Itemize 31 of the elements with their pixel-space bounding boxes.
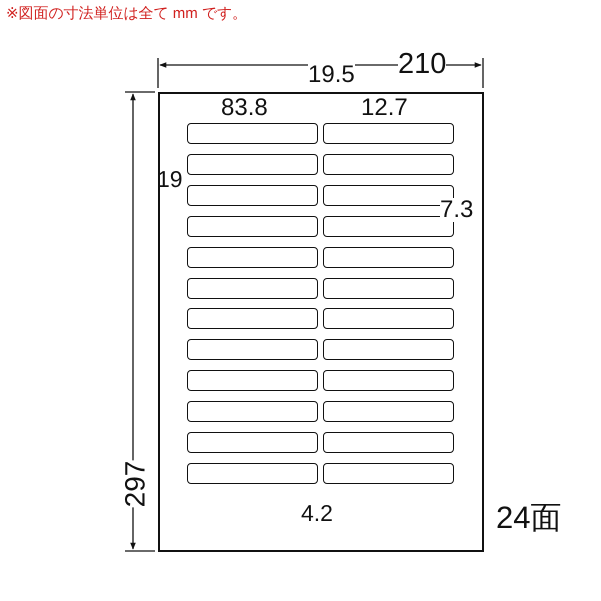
- label-outline: [323, 246, 454, 268]
- label-outline: [323, 216, 454, 237]
- note-text: ※図面の寸法単位は全て mm です。: [6, 6, 247, 21]
- label-outline: [323, 339, 454, 360]
- label-outline: [187, 308, 318, 330]
- label-outline: [323, 462, 454, 484]
- label-outline: [323, 154, 454, 175]
- sheet-outline: [158, 92, 484, 552]
- label-outline: [187, 216, 318, 237]
- label-outline: [187, 370, 318, 392]
- label-outline: [323, 432, 454, 453]
- dimension-value: 83.8: [221, 96, 268, 120]
- label-outline: [187, 462, 318, 484]
- label-outline: [323, 123, 454, 144]
- label-outline: [187, 184, 318, 206]
- label-outline: [187, 278, 318, 298]
- dimension-value: 19: [157, 168, 183, 191]
- label-outline: [187, 432, 318, 453]
- label-outline: [323, 370, 454, 392]
- label-outline: [323, 278, 454, 298]
- label-count: 24面: [496, 502, 562, 533]
- label-outline: [187, 401, 318, 422]
- label-outline: [323, 401, 454, 422]
- label-outline: [187, 123, 318, 144]
- label-outline: [187, 339, 318, 360]
- dimension-value: 4.2: [301, 502, 333, 525]
- label-outline: [187, 154, 318, 175]
- dimension-value: 12.7: [361, 96, 408, 120]
- label-outline: [187, 246, 318, 268]
- label-outline: [323, 308, 454, 330]
- dimension-value: 7.3: [440, 198, 474, 222]
